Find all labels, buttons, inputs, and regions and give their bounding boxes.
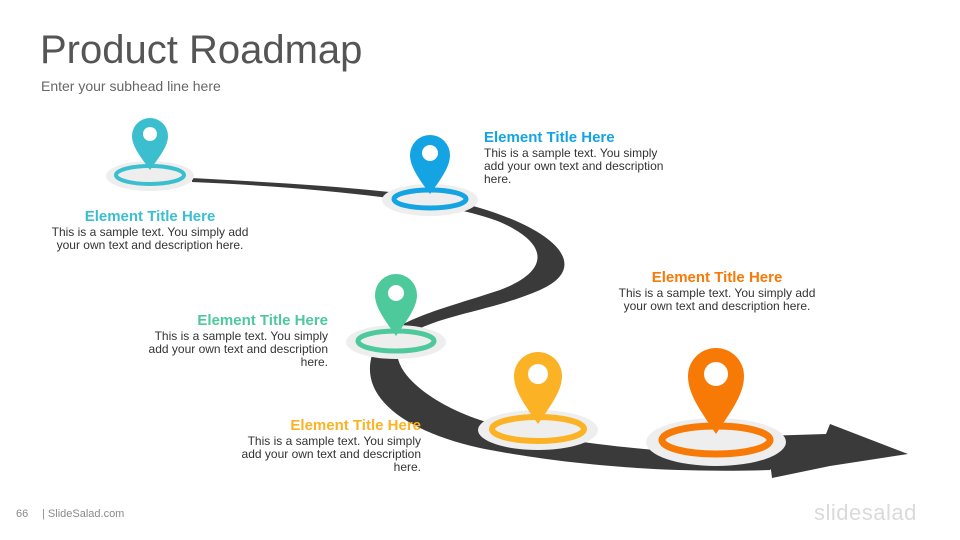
footer-site: | SlideSalad.com [42, 508, 125, 520]
milestone-title: Element Title Here [84, 208, 216, 225]
milestone-text-1: Element Title Here This is a sample text… [50, 208, 250, 252]
milestone-marker-3 [346, 274, 446, 359]
milestone-title: Element Title Here [290, 417, 421, 434]
milestone-text-3: Element Title Here This is a sample text… [138, 312, 328, 369]
milestone-marker-1 [106, 118, 194, 191]
brand-logo: slidesalad [814, 500, 917, 525]
milestone-description: This is a sample text. You simply add yo… [148, 329, 328, 369]
page-number: 66 [16, 508, 29, 520]
page-subhead: Enter your subhead line here [41, 78, 221, 94]
milestone-marker-2 [382, 135, 478, 216]
milestone-text-2: Element Title Here This is a sample text… [484, 129, 674, 186]
road-arrowhead [760, 424, 908, 478]
milestone-marker-5 [646, 348, 786, 466]
milestone-description: This is a sample text. You simply add yo… [618, 286, 816, 313]
milestone-description: This is a sample text. You simply add yo… [484, 146, 664, 186]
milestone-text-5: Element Title Here This is a sample text… [617, 269, 817, 313]
milestone-title: Element Title Here [484, 129, 615, 146]
milestone-title: Element Title Here [197, 312, 328, 329]
page-title: Product Roadmap [40, 28, 363, 72]
milestone-title: Element Title Here [651, 269, 783, 286]
milestone-marker-4 [478, 352, 598, 450]
milestone-description: This is a sample text. You simply add yo… [51, 225, 249, 252]
milestone-text-4: Element Title Here This is a sample text… [231, 417, 421, 474]
milestone-description: This is a sample text. You simply add yo… [241, 434, 421, 474]
